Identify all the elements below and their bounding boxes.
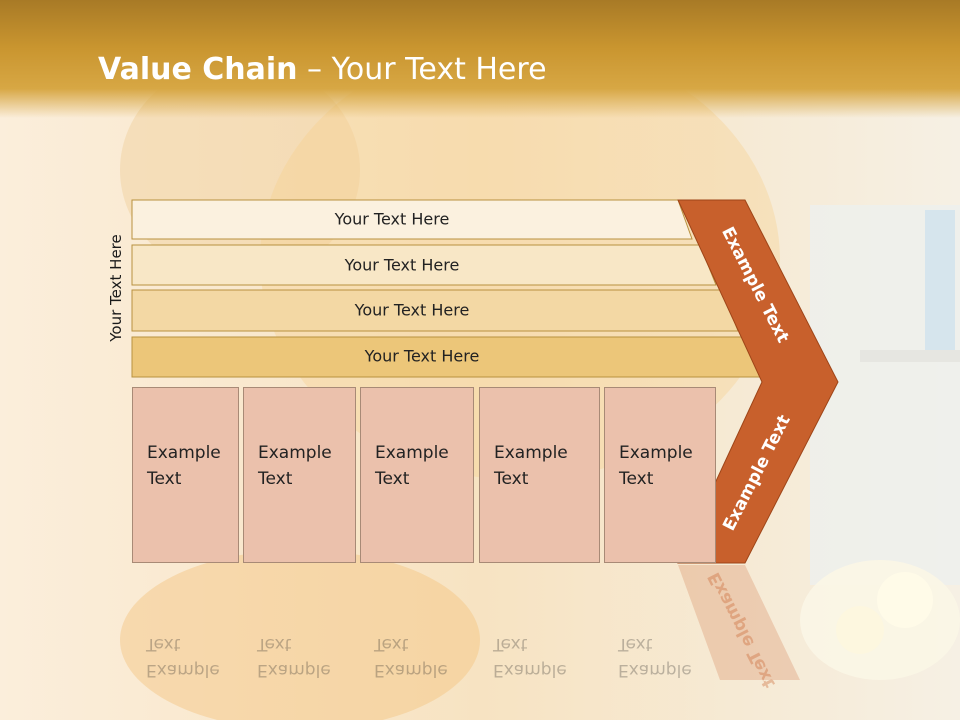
page-title: Value Chain – Your Text Here: [98, 52, 547, 87]
activity-box-3: Example Text: [360, 387, 474, 563]
activity-box-5-label: Example Text: [619, 443, 693, 489]
activity-box-1-label: Example Text: [147, 443, 221, 489]
row-2-label: Your Text Here: [344, 255, 460, 275]
activity-box-4-label: Example Text: [494, 443, 568, 489]
arrow-reflection: [678, 565, 800, 680]
row-3: Your Text Here: [132, 291, 732, 329]
row-1-label: Your Text Here: [334, 209, 450, 229]
activity-box-4: Example Text: [479, 387, 600, 563]
activity-box-5: Example Text: [604, 387, 716, 563]
title-rest: – Your Text Here: [297, 52, 547, 87]
activity-box-3-reflection-label: Example Text: [374, 634, 448, 680]
activity-box-1-reflection-label: Example Text: [146, 634, 220, 680]
activity-box-2-label: Example Text: [258, 443, 332, 489]
title-bar: [0, 0, 960, 118]
row-4-label: Your Text Here: [364, 346, 480, 366]
arrow-chevron: [677, 199, 839, 564]
activity-box-2: Example Text: [243, 387, 356, 563]
activity-box-3-label: Example Text: [375, 443, 449, 489]
activity-box-2-reflection-label: Example Text: [257, 634, 331, 680]
row-1-shape: [131, 199, 693, 240]
activity-box-2-reflection: Example Text: [243, 565, 356, 685]
activity-box-1: Example Text: [132, 387, 239, 563]
row-2-shape: [131, 244, 717, 286]
activity-box-4-reflection: Example Text: [479, 565, 600, 685]
activity-box-3-reflection: Example Text: [360, 565, 474, 685]
row-1: Your Text Here: [132, 200, 692, 238]
activity-box-5-reflection-label: Example Text: [618, 634, 692, 680]
title-bold: Value Chain: [98, 52, 298, 87]
row-3-label: Your Text Here: [354, 300, 470, 320]
row-4: Your Text Here: [132, 337, 752, 375]
row-2: Your Text Here: [132, 246, 712, 284]
activity-box-4-reflection-label: Example Text: [493, 634, 567, 680]
activity-box-1-reflection: Example Text: [132, 565, 239, 685]
activity-box-5-reflection: Example Text: [604, 565, 716, 685]
